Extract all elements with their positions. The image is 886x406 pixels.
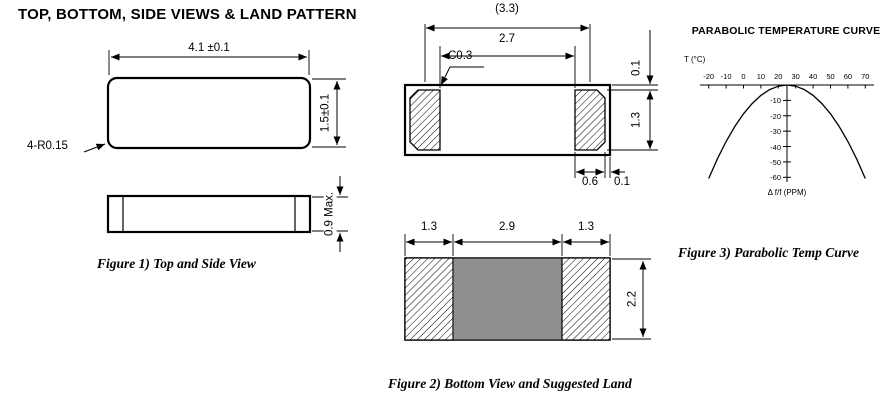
temp-tick-label: 70	[861, 72, 870, 81]
figure2-caption: Figure 2) Bottom View and Suggested Land	[388, 376, 632, 391]
dim-land-height: 2.2	[626, 289, 640, 309]
temp-tick-label: 40	[808, 72, 818, 81]
fig1-top-view	[83, 50, 346, 153]
ppm-tick-label: -60	[770, 173, 781, 183]
temp-tick-label: 50	[826, 72, 835, 81]
temp-axis-ticks: -20 -10 0 10 20 30 40 50 60 70	[700, 72, 874, 84]
note-corner-radius: 4-R0.15	[27, 140, 68, 152]
ppm-tick-label: -30	[770, 127, 781, 137]
ppm-tick-label: -40	[770, 142, 781, 152]
temp-tick-label: -10	[720, 72, 732, 81]
dim-land-gap: 2.9	[499, 221, 515, 233]
fig2-land-pattern	[404, 234, 651, 341]
temp-tick-label: 0	[741, 72, 746, 81]
fig3-temp-curve-plot	[700, 84, 874, 182]
fig2-bottom-view	[403, 24, 658, 178]
dim-pad-side-inset: 0.1	[614, 176, 630, 188]
dim-pad-width: 0.6	[582, 176, 598, 188]
figure3-caption: Figure 3) Parabolic Temp Curve	[678, 245, 859, 260]
dim-sideview-height: 0.9 Max.	[323, 189, 337, 239]
temp-tick-label: 60	[843, 72, 853, 81]
temp-tick-label: 10	[756, 72, 766, 81]
fig1-side-view	[106, 176, 348, 252]
temp-tick-label: 30	[791, 72, 800, 81]
figure1-caption: Figure 1) Top and Side View	[97, 256, 256, 271]
bottom-right-pad	[574, 89, 606, 151]
dim-land-left-width: 1.3	[421, 221, 437, 233]
temp-axis-label: T (°C)	[684, 55, 706, 64]
fig3-title: PARABOLIC TEMPERATURE CURVE	[691, 25, 881, 37]
bottom-left-pad	[409, 89, 441, 151]
parabolic-curve	[708, 84, 866, 179]
ppm-tick-label: -20	[770, 111, 781, 121]
note-chamfer: C0.3	[448, 50, 473, 62]
temp-tick-label: -20	[703, 72, 715, 81]
dim-pad-gap: 2.7	[499, 33, 515, 45]
dim-topview-height: 1.5±0.1	[319, 91, 333, 135]
dim-land-right-width: 1.3	[578, 221, 594, 233]
land-left-pad	[404, 257, 454, 341]
dim-pad-pitch: (3.3)	[495, 3, 519, 15]
page-title: TOP, BOTTOM, SIDE VIEWS & LAND PATTERN	[18, 6, 357, 23]
dim-topview-width: 4.1 ±0.1	[188, 42, 230, 54]
ppm-axis-label: Δ f/f (PPM)	[767, 188, 807, 197]
ppm-axis-tickmarks	[783, 99, 791, 178]
land-center-body	[452, 257, 563, 341]
dim-pad-top-inset: 0.1	[630, 58, 644, 78]
temp-tick-label: 20	[774, 72, 783, 81]
land-right-pad	[561, 257, 611, 341]
ppm-axis-ticks: -10 -20 -30 -40 -50 -60	[700, 85, 783, 185]
ppm-tick-label: -10	[770, 96, 781, 106]
dim-pad-height: 1.3	[630, 110, 644, 130]
ppm-tick-label: -50	[770, 157, 781, 167]
